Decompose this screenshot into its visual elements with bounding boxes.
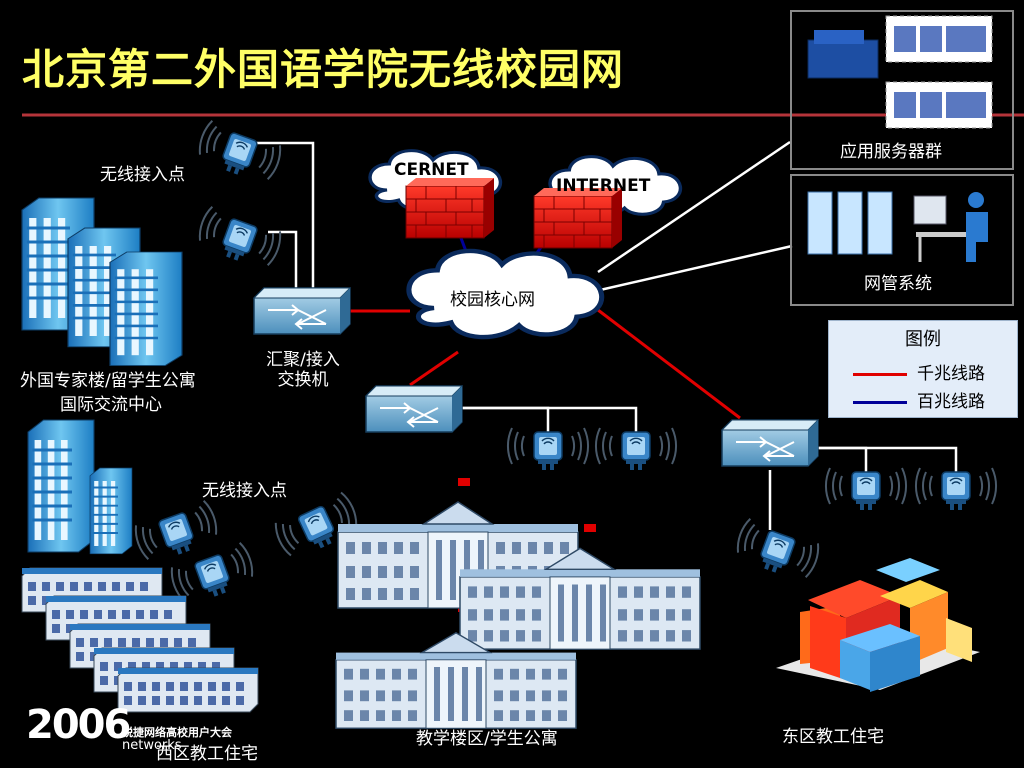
legend-item-fast: 百兆线路 <box>853 387 985 412</box>
legend-swatch-fast <box>853 400 907 404</box>
logo-2006: 2006 <box>26 702 131 748</box>
cernet-firewall <box>405 177 495 239</box>
wap-top-label: 无线接入点 <box>100 165 185 185</box>
legend-label-gigabit: 千兆线路 <box>917 364 985 384</box>
east-buildings <box>776 558 980 692</box>
ap-mid-1 <box>506 427 590 471</box>
ap-west-1 <box>131 498 221 562</box>
page-title: 北京第二外国语学院无线校园网 <box>22 45 625 94</box>
legend: 图例 千兆线路 百兆线路 <box>828 320 1018 418</box>
sponsor-text: 锐捷网络高校用户大会 <box>122 726 232 739</box>
internet-firewall <box>533 187 623 249</box>
foreign-apts-label-2: 国际交流中心 <box>60 395 162 415</box>
legend-label-fast: 百兆线路 <box>917 392 985 412</box>
white-cables <box>250 140 958 530</box>
app-server-icons <box>807 15 993 129</box>
nms-icons <box>807 191 988 262</box>
east-label: 东区教工住宅 <box>782 727 884 747</box>
app-servers-panel <box>790 10 1014 170</box>
core-network-label: 校园核心网 <box>450 290 535 310</box>
east-switch-icon <box>721 419 819 467</box>
cernet-label: CERNET <box>394 160 469 180</box>
ap-east-1 <box>824 467 908 511</box>
legend-title: 图例 <box>905 329 941 350</box>
nms-label: 网管系统 <box>864 274 932 294</box>
app-servers-label: 应用服务器群 <box>840 142 942 162</box>
nms-panel <box>790 174 1014 306</box>
agg-switch-label: 汇聚/接入 交换机 <box>266 350 340 390</box>
teaching-halls <box>335 478 701 729</box>
west-towers <box>26 418 134 555</box>
ap-mid-2 <box>594 427 678 471</box>
wap-mid-label: 无线接入点 <box>202 481 287 501</box>
internet-label: INTERNET <box>556 176 651 196</box>
teaching-label: 教学楼区/学生公寓 <box>416 729 558 749</box>
west-label: 西区教工住宅 <box>156 744 258 764</box>
ap-east-2 <box>914 467 998 511</box>
gigabit-links <box>350 308 741 420</box>
mid-switch-icon <box>365 385 463 433</box>
legend-swatch-gigabit <box>853 372 907 376</box>
foreign-apts-buildings <box>20 196 184 368</box>
ap-east-3 <box>733 516 823 580</box>
foreign-apts-label-1: 外国专家楼/留学生公寓 <box>20 371 196 391</box>
agg-switch-icon <box>253 287 351 335</box>
wap-top-1 <box>195 118 285 182</box>
legend-item-gigabit: 千兆线路 <box>853 359 985 384</box>
wap-top-2 <box>195 204 285 268</box>
sponsor-sub-text: networks <box>122 738 182 753</box>
